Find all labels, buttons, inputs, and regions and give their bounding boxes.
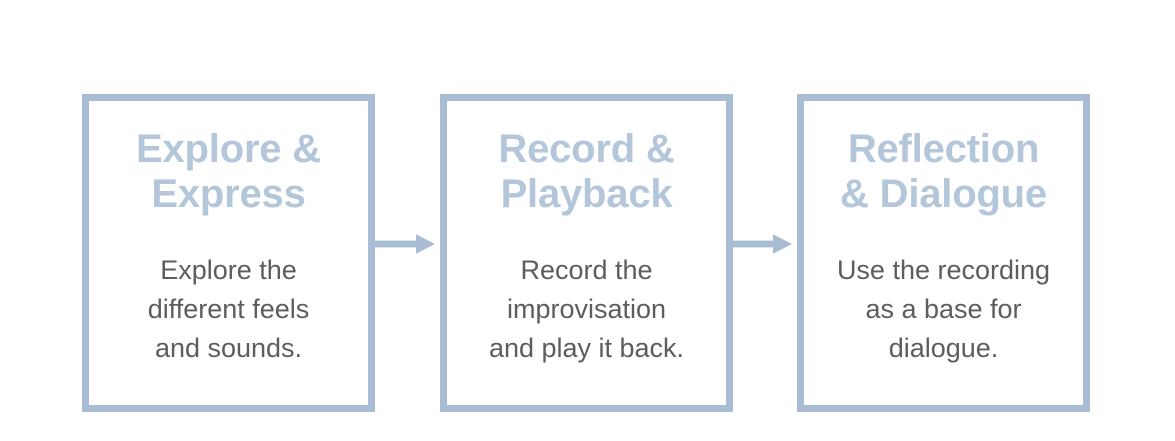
process-step-2-title: Record & Playback <box>498 127 675 216</box>
process-step-1[interactable]: Explore & Express Explore the different … <box>82 94 375 412</box>
process-step-3-description: Use the recording as a base for dialogue… <box>836 254 1051 364</box>
process-step-1-description: Explore the different feels and sounds. <box>147 254 310 364</box>
arrow-right-icon-1 <box>374 232 436 256</box>
process-step-3[interactable]: Reflection & Dialogue Use the recording … <box>797 94 1090 412</box>
process-step-2-description: Record the improvisation and play it bac… <box>488 254 685 364</box>
process-step-1-title: Explore & Express <box>136 127 321 216</box>
process-step-3-title: Reflection & Dialogue <box>840 127 1047 216</box>
arrow-right-icon-2 <box>731 232 793 256</box>
process-step-2[interactable]: Record & Playback Record the improvisati… <box>440 94 733 412</box>
